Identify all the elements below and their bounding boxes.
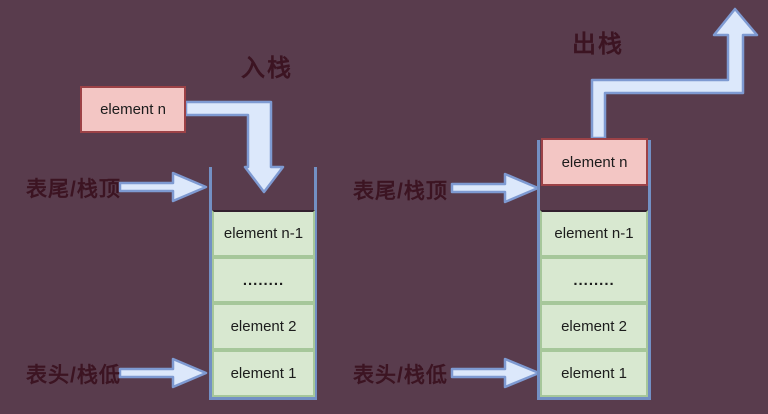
push-stack-cell: element 1 xyxy=(212,350,315,397)
pop-stack-container xyxy=(537,140,651,400)
left-stack-bottom-label: 表头/栈低 xyxy=(26,364,121,387)
push-elbow-arrow xyxy=(184,100,285,194)
push-stack-cell: element 2 xyxy=(212,303,315,350)
right-top-pointer-arrow xyxy=(450,172,540,204)
pop-stack-cell: element n-1 xyxy=(540,210,648,257)
left-bottom-pointer-arrow xyxy=(118,357,208,389)
right-bottom-pointer-arrow xyxy=(450,357,541,389)
pop-top-element-box: element n xyxy=(541,138,648,186)
push-stack-container xyxy=(209,167,317,400)
pop-stack-cell: ........ xyxy=(540,257,648,303)
pop-stack-cell: element 1 xyxy=(540,350,648,397)
pop-operation-title: 出栈 xyxy=(572,31,624,58)
right-stack-bottom-label: 表头/栈低 xyxy=(353,364,448,387)
left-stack-top-label: 表尾/栈顶 xyxy=(26,178,121,201)
pop-stack-cell: element 2 xyxy=(540,303,648,350)
push-stack-cell: element n-1 xyxy=(212,210,315,257)
pop-elbow-arrow xyxy=(590,7,759,140)
push-operation-title: 入栈 xyxy=(241,55,293,82)
push-stack-cell: ........ xyxy=(212,257,315,303)
right-stack-top-label: 表尾/栈顶 xyxy=(353,180,448,203)
push-incoming-element-box: element n xyxy=(80,86,186,133)
left-top-pointer-arrow xyxy=(118,171,208,203)
